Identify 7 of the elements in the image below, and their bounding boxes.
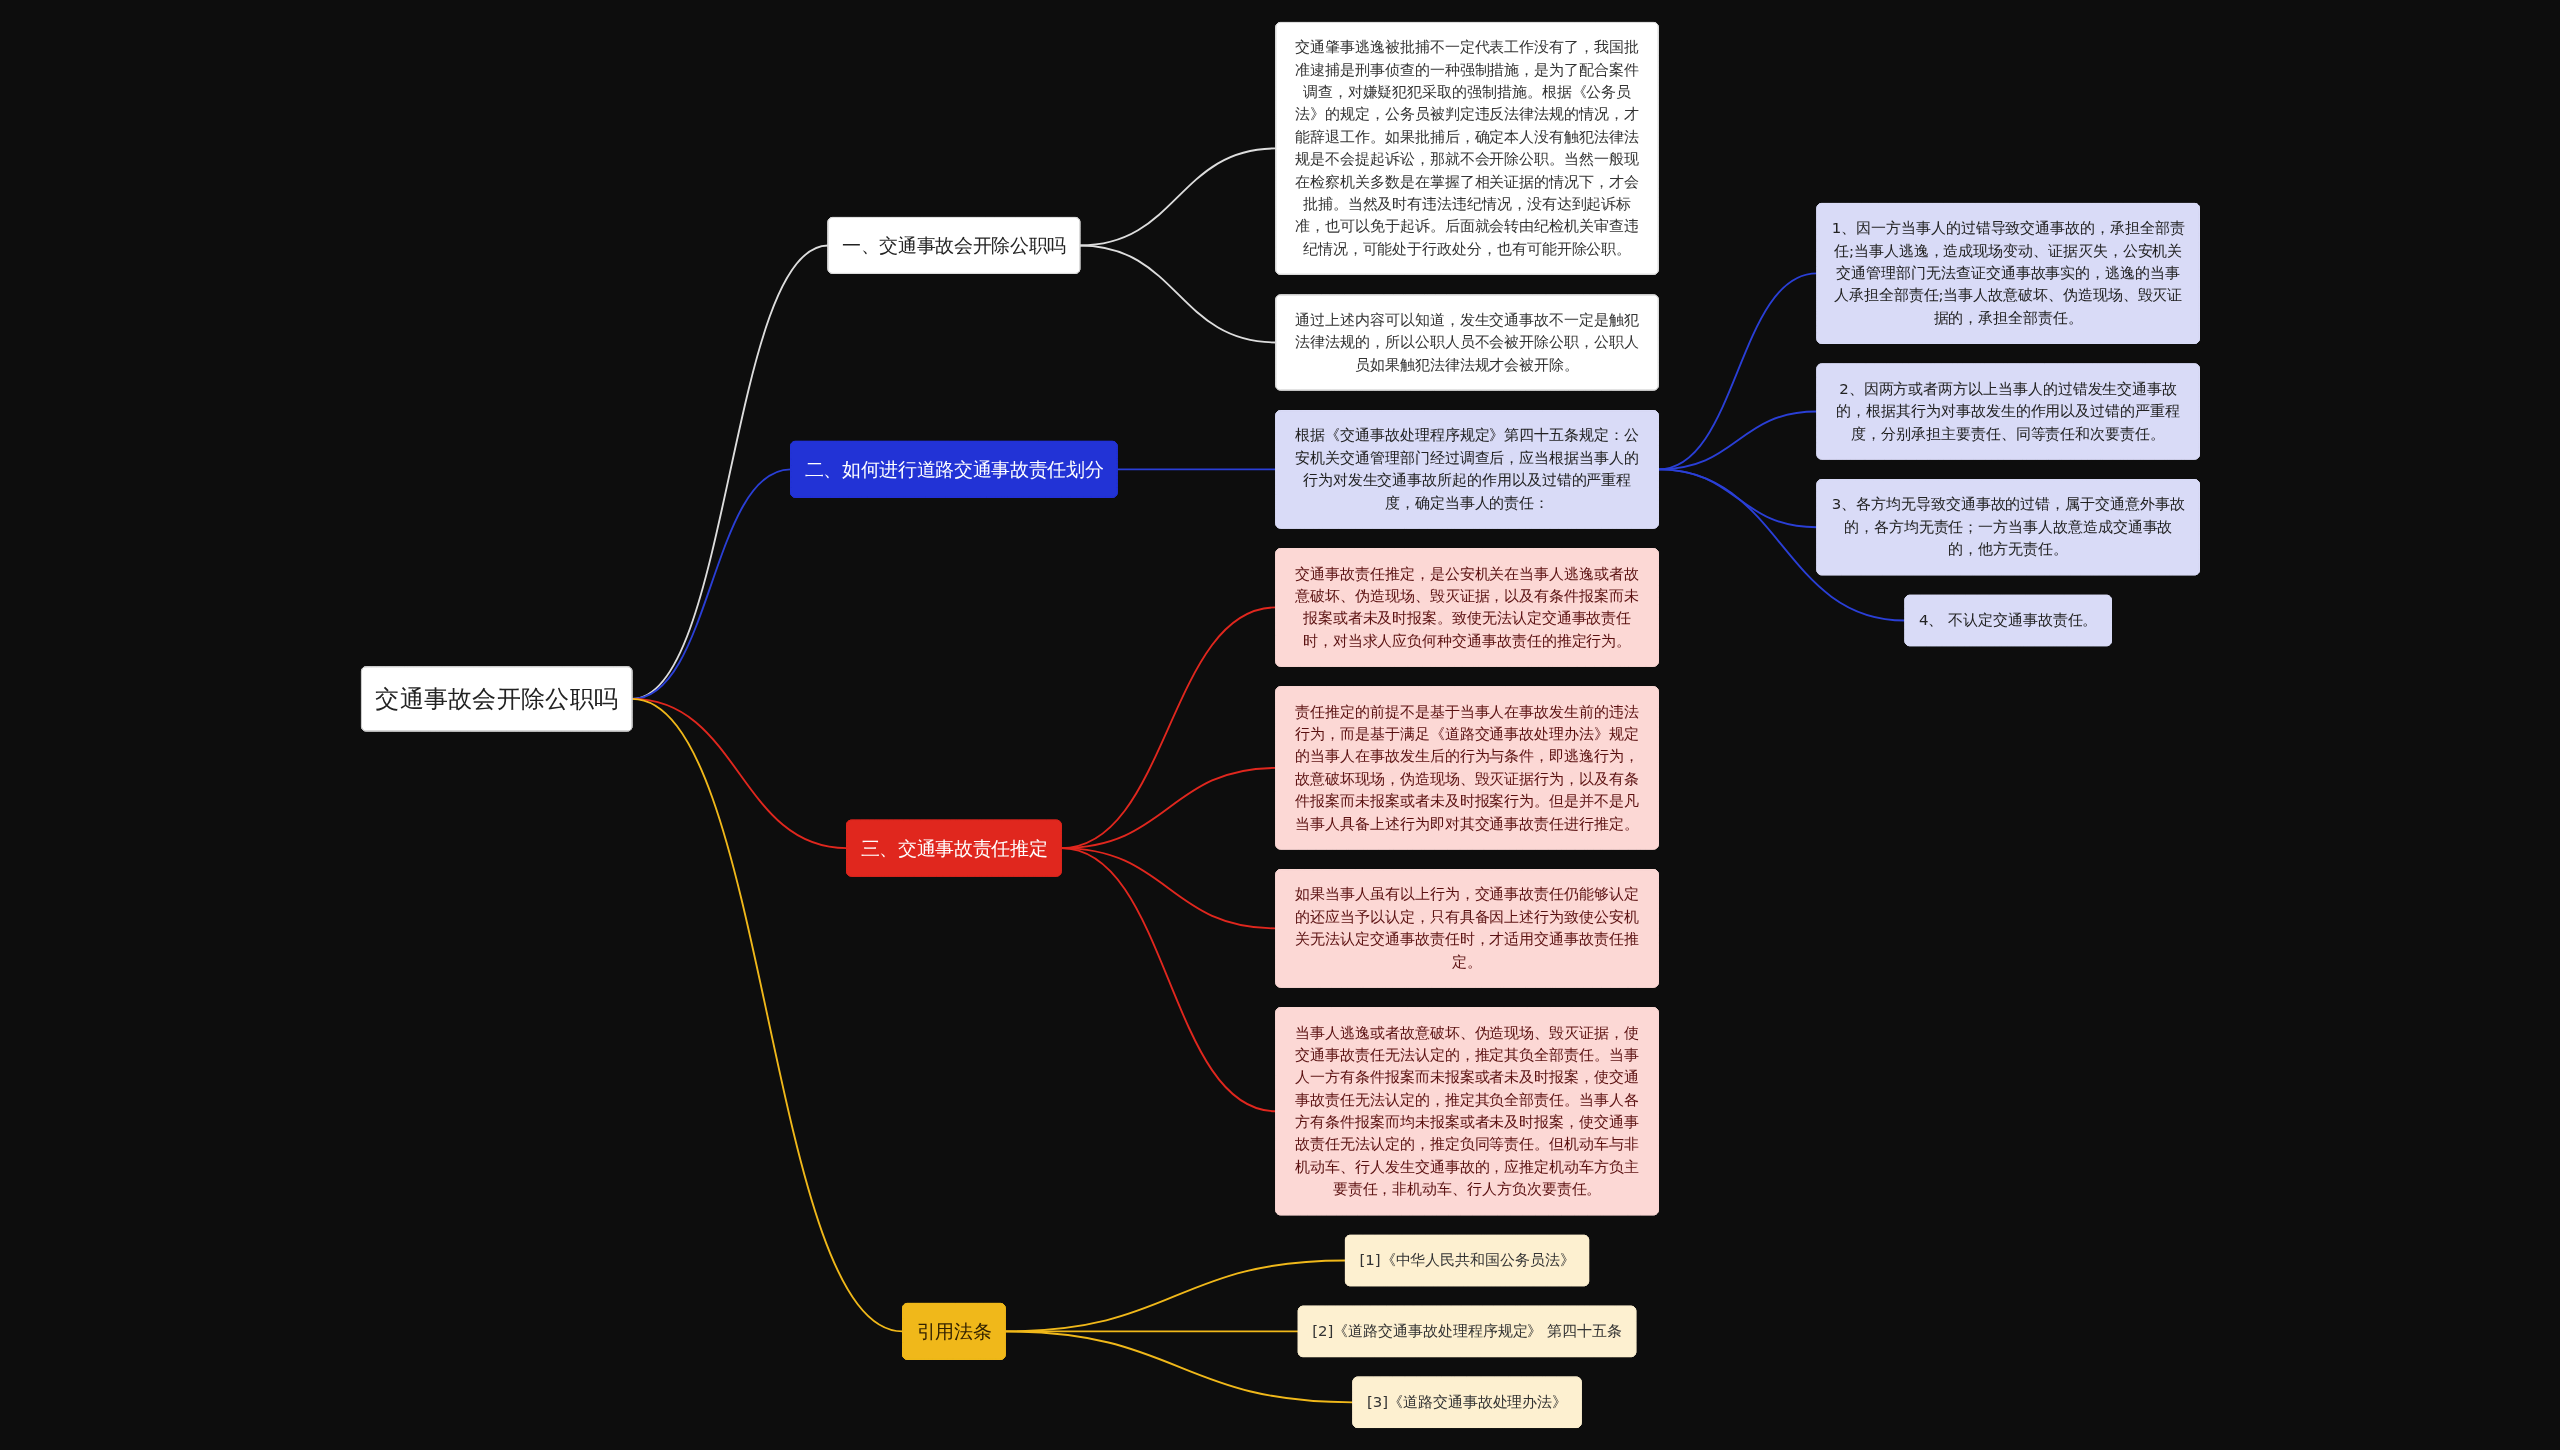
connector <box>630 697 904 1333</box>
connector <box>1078 147 1277 247</box>
connector <box>1115 468 1277 471</box>
connector <box>1059 847 1277 1113</box>
connector <box>1003 1330 1354 1404</box>
connector <box>1078 244 1277 344</box>
connector <box>1656 468 1906 622</box>
